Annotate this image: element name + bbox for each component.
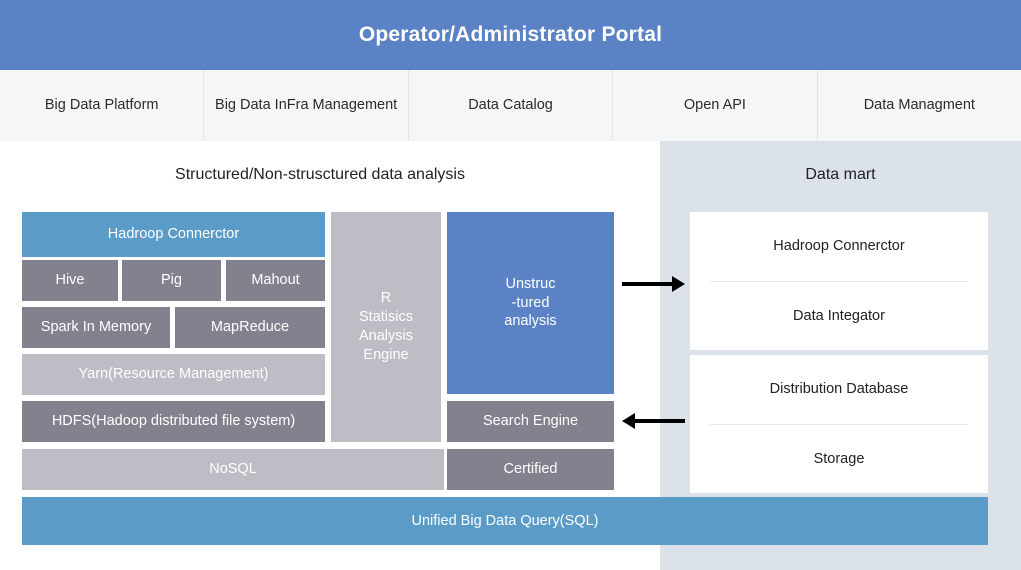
block-pig[interactable]: Pig xyxy=(122,260,221,301)
block-unstructured-analysis[interactable]: Unstruc -tured analysis xyxy=(447,212,614,394)
block-certified[interactable]: Certified xyxy=(447,449,614,490)
tab-data-catalog[interactable]: Data Catalog xyxy=(409,70,614,141)
arrow-left-icon xyxy=(622,411,685,431)
arrow-right-icon xyxy=(622,274,685,294)
unified-big-data-query-bar[interactable]: Unified Big Data Query(SQL) xyxy=(22,497,988,545)
block-hadoop-connector[interactable]: Hadroop Connerctor xyxy=(22,212,325,257)
data-mart-data-integator[interactable]: Data Integator xyxy=(710,280,968,351)
tab-big-data-platform[interactable]: Big Data Platform xyxy=(0,70,205,141)
main-tabbar: Big Data Platform Big Data InFra Managem… xyxy=(0,70,1021,142)
portal-header: Operator/Administrator Portal xyxy=(0,0,1021,70)
data-mart-distribution-database[interactable]: Distribution Database xyxy=(769,381,909,398)
data-mart-card-connector: Hadroop Connerctor Data Integator xyxy=(690,212,988,350)
tab-big-data-infra-management[interactable]: Big Data InFra Management xyxy=(204,70,409,141)
page-title: Operator/Administrator Portal xyxy=(358,23,663,46)
block-spark-in-memory[interactable]: Spark In Memory xyxy=(22,307,170,348)
tab-open-api[interactable]: Open API xyxy=(613,70,818,141)
left-panel-heading: Structured/Non-strusctured data analysis xyxy=(175,166,465,183)
block-search-engine[interactable]: Search Engine xyxy=(447,401,614,442)
data-mart-storage[interactable]: Storage xyxy=(710,423,968,494)
block-nosql[interactable]: NoSQL xyxy=(22,449,444,490)
block-hive[interactable]: Hive xyxy=(22,260,118,301)
data-mart-hadoop-connector[interactable]: Hadroop Connerctor xyxy=(773,238,905,255)
block-mahout[interactable]: Mahout xyxy=(226,260,325,301)
data-mart-card-storage: Distribution Database Storage xyxy=(690,355,988,493)
data-mart-heading: Data mart xyxy=(805,166,876,183)
block-r-statistics-analysis-engine[interactable]: R Statisics Analysis Engine xyxy=(331,212,441,442)
block-yarn[interactable]: Yarn(Resource Management) xyxy=(22,354,325,395)
block-mapreduce[interactable]: MapReduce xyxy=(175,307,325,348)
block-hdfs[interactable]: HDFS(Hadoop distributed file system) xyxy=(22,401,325,442)
tab-data-managment[interactable]: Data Managment xyxy=(863,96,975,113)
